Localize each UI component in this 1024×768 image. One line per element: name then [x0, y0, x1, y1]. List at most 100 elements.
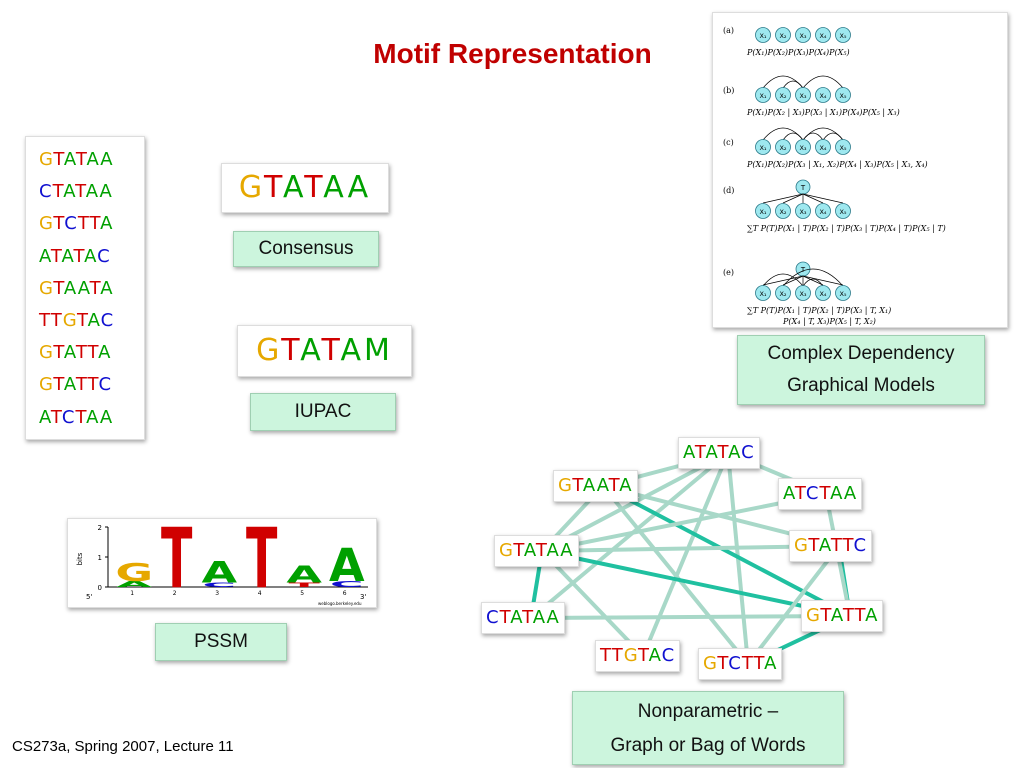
nonparametric-label-line1: Nonparametric – — [637, 701, 779, 722]
graph-node-letter-c: C — [805, 483, 820, 504]
graph-node-letter-t: T — [522, 607, 533, 628]
graph-node-letter-a: A — [830, 483, 844, 504]
graph-node-letter-c: C — [741, 442, 755, 463]
gm-variable-node-label: X₂ — [779, 290, 786, 298]
pssm-y-tick-label: 1 — [98, 554, 102, 562]
pssm-letter-t: T — [161, 519, 193, 607]
nonparametric-label-line2: Graph or Bag of Words — [610, 735, 806, 756]
gm-variable-node-label: X₅ — [839, 208, 846, 216]
graph-node-letter-a: A — [523, 540, 536, 561]
slide-title: Motif Representation — [373, 38, 652, 69]
sequence-letter-t: T — [52, 181, 64, 203]
iupac-letter-a: A — [300, 333, 322, 368]
sequence-row: ATATAC — [39, 241, 144, 273]
sequence-letter-a: A — [63, 181, 76, 203]
graph-node-letter-a: A — [546, 540, 561, 561]
sequence-letter-a: A — [86, 406, 100, 428]
gm-variable-node — [775, 27, 791, 43]
gm-variable-node — [815, 27, 831, 43]
sequence-letter-t: T — [75, 181, 86, 203]
graph-node-ttgtac: TTGTAC — [595, 640, 681, 672]
graph-node-ctataa: CTATAA — [481, 602, 565, 634]
sequence-letter-a: A — [63, 342, 76, 364]
pssm-y-tick-label: 0 — [98, 584, 102, 592]
gm-variable-node-label: X₄ — [819, 144, 826, 152]
graph-node-letter-g: G — [558, 475, 573, 496]
gm-variable-node — [775, 285, 791, 301]
pssm-right-end: 3' — [360, 593, 366, 601]
pssm-letter-a: A — [201, 556, 237, 590]
gm-panel-formula: ∑T P(T)P(X₁ | T)P(X₂ | T)P(X₃ | T)P(X₄ |… — [747, 224, 946, 233]
iupac-letter-a: A — [340, 333, 365, 368]
sequence-letter-a: A — [61, 245, 74, 267]
gm-variable-node — [835, 139, 851, 155]
sequence-letter-a: A — [99, 181, 113, 203]
graph-node-letter-t: T — [535, 540, 547, 561]
gm-panel-tag: (a) — [723, 26, 734, 35]
gm-variable-node — [795, 203, 811, 219]
pssm-x-tick-label: 6 — [343, 590, 347, 597]
pssm-x-tick-label: 2 — [173, 590, 177, 597]
gm-dependency-edge — [802, 278, 824, 287]
graph-node-letter-t: T — [794, 483, 806, 504]
graph-node-letter-a: A — [705, 442, 718, 463]
graph-node-letter-a: A — [619, 475, 633, 496]
graph-node-gtctta: GTCTTA — [698, 648, 783, 680]
pssm-x-tick-label: 1 — [130, 590, 134, 597]
sequence-letter-a: A — [77, 277, 90, 299]
gm-panel-formula: P(X₁)P(X₂)P(X₃ | X₁, X₂)P(X₄ | X₃)P(X₅ |… — [746, 160, 928, 169]
consensus-letter-a: A — [347, 170, 372, 205]
graph-node-letter-t: T — [808, 535, 819, 556]
sequence-letter-t: T — [50, 406, 62, 428]
sequence-letter-a: A — [98, 342, 112, 364]
gm-root-edge — [802, 275, 844, 286]
gm-variable-node — [815, 285, 831, 301]
consensus-letter-t: T — [264, 170, 284, 205]
sequence-letter-t: T — [87, 374, 99, 396]
graph-node-letter-t: T — [600, 645, 612, 666]
pssm-y-axis-label: bits — [76, 552, 84, 565]
graph-node-letter-t: T — [819, 483, 831, 504]
gm-variable-node-label: X₅ — [839, 144, 846, 152]
gm-variable-node — [755, 139, 771, 155]
pssm-letter-t: T — [246, 519, 278, 607]
sequence-letter-t: T — [75, 149, 87, 170]
gm-variable-node-label: X₂ — [779, 208, 786, 216]
graph-node-letter-a: A — [560, 540, 574, 561]
sequence-row: GTAATA — [39, 273, 144, 305]
gm-variable-node — [835, 27, 851, 43]
gm-variable-node — [775, 87, 791, 103]
gm-variable-node-label: X₄ — [819, 32, 826, 40]
sequence-letter-t: T — [53, 277, 64, 299]
gm-variable-node — [755, 87, 771, 103]
iupac-letter-t: T — [321, 333, 341, 368]
graph-edge — [601, 484, 750, 666]
gm-variable-node-label: X₁ — [759, 290, 766, 298]
sequence-letter-t: T — [89, 277, 101, 299]
pssm-y-tick-label: 2 — [98, 524, 102, 532]
pssm-letter-a: A — [286, 561, 322, 588]
sequence-letter-t: T — [53, 342, 64, 364]
graph-node-letter-t: T — [611, 645, 624, 666]
sequence-letter-g: G — [39, 342, 54, 364]
gm-variable-node — [815, 139, 831, 155]
sequence-letter-a: A — [84, 245, 98, 267]
gm-variable-node-label: X₄ — [819, 92, 826, 100]
graph-node-letter-t: T — [513, 540, 524, 561]
pssm-credit: weblogo.berkeley.edu — [318, 601, 362, 606]
gm-panel-formula: ∑T P(T)P(X₁ | T)P(X₂ | T)P(X₃ | T, X₁) — [747, 306, 891, 315]
gm-panel-formula-line2: P(X₄ | T, X₃)P(X₅ | T, X₂) — [782, 317, 876, 326]
sequence-letter-a: A — [85, 181, 100, 203]
graph-node-letter-t: T — [499, 607, 511, 628]
gm-variable-node — [755, 203, 771, 219]
gm-variable-node-label: X₂ — [779, 144, 786, 152]
gm-variable-node-label: X₃ — [799, 290, 806, 298]
sequence-letter-t: T — [75, 374, 88, 396]
graph-node-letter-t: T — [608, 475, 620, 496]
iupac-letter-g: G — [256, 333, 282, 368]
sequence-letter-a: A — [63, 149, 76, 170]
graph-node-letter-a: A — [865, 605, 879, 626]
graphical-models-label-line1: Complex Dependency — [767, 343, 955, 364]
graph-node-letter-t: T — [820, 605, 831, 626]
